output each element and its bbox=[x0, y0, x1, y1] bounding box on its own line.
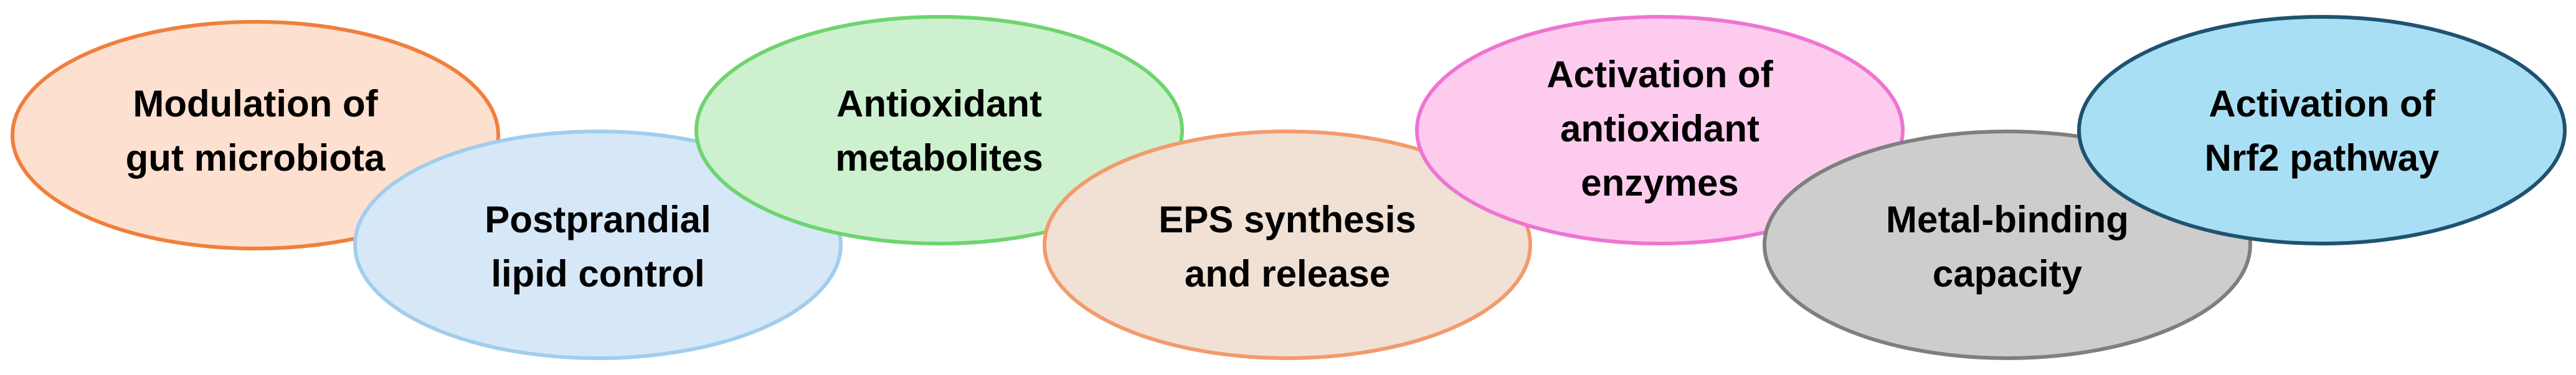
ellipse-lipid-control bbox=[353, 130, 843, 360]
ellipse-antioxidant-metabolites bbox=[694, 15, 1184, 245]
ellipse-antioxidant-enzymes bbox=[1415, 15, 1905, 245]
ellipse-gut-microbiota bbox=[11, 20, 500, 250]
ellipse-eps-synthesis bbox=[1043, 130, 1532, 360]
ellipse-nrf2-pathway bbox=[2077, 15, 2567, 245]
